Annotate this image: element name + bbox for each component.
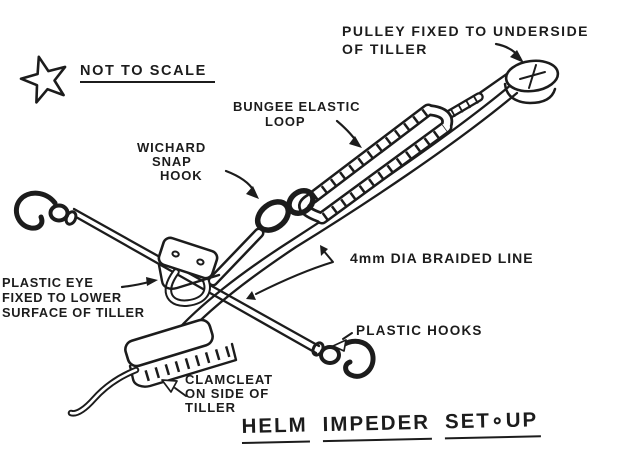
bungee-loop-label: BUNGEE ELASTIC LOOP xyxy=(233,99,360,129)
plastic-hooks-line-drawing xyxy=(72,207,321,355)
pulley-label-line: PULLEY FIXED TO UNDERSIDE xyxy=(342,23,590,39)
arrow-to-braided-line-icon xyxy=(246,245,334,300)
plastic-hooks-text: PLASTIC HOOKS xyxy=(356,323,483,338)
pulley-icon xyxy=(503,59,560,105)
snap-hook-label: WICHARD SNAP HOOK xyxy=(137,141,206,183)
arrow-to-snap-hook-icon xyxy=(224,169,259,199)
plastic-hooks-label: PLASTIC HOOKS xyxy=(356,323,483,338)
snap-hook-icon xyxy=(207,188,316,287)
bungee-loop-icon xyxy=(298,103,454,225)
title-word: IMPEDER xyxy=(322,410,433,443)
arrow-to-clamcleat-icon xyxy=(161,379,187,397)
not-to-scale-note: NOT TO SCALE xyxy=(80,64,215,83)
title-word: HELM xyxy=(241,413,311,444)
bungee-label-line: BUNGEE ELASTIC xyxy=(233,99,361,114)
plastic-hook-bottom-icon xyxy=(311,338,376,379)
not-to-scale-text: NOT TO SCALE xyxy=(80,63,207,79)
plastic-eye-icon xyxy=(157,236,221,307)
pulley-label: PULLEY FIXED TO UNDERSIDE OF TILLER xyxy=(342,22,589,58)
clamcleat-icon xyxy=(67,318,238,417)
plastic-eye-label-line: PLASTIC EYE xyxy=(2,275,94,290)
clamcleat-label-line: TILLER xyxy=(185,400,236,415)
plastic-eye-label-line: FIXED TO LOWER xyxy=(2,290,122,305)
plastic-eye-label-line: SURFACE OF TILLER xyxy=(2,305,145,320)
arrow-to-bungee-icon xyxy=(335,119,362,148)
bungee-label-line: LOOP xyxy=(265,114,306,129)
pulley-label-line: OF TILLER xyxy=(342,41,428,57)
braided-line-label: 4mm DIA BRAIDED LINE xyxy=(350,251,534,266)
clamcleat-label-line: ON SIDE OF xyxy=(185,386,270,401)
arrow-to-eye-icon xyxy=(120,277,158,289)
clamcleat-label-line: CLAMCLEAT xyxy=(185,372,274,387)
snap-hook-label-line: SNAP xyxy=(152,154,192,169)
star-icon xyxy=(19,55,67,104)
whipping-drawing xyxy=(445,92,484,119)
braided-line-text: 4mm DIA BRAIDED LINE xyxy=(350,250,534,266)
plastic-hook-left-icon xyxy=(14,190,78,231)
snap-hook-label-line: HOOK xyxy=(160,168,203,183)
plastic-eye-label: PLASTIC EYE FIXED TO LOWER SURFACE OF TI… xyxy=(2,275,145,320)
snap-hook-label-line: WICHARD xyxy=(137,140,207,155)
title-word: SET∘UP xyxy=(444,407,541,440)
clamcleat-label: CLAMCLEAT ON SIDE OF TILLER xyxy=(185,373,273,415)
arrow-to-pulley-icon xyxy=(494,42,524,63)
arrow-to-plastic-hooks-icon xyxy=(332,332,353,352)
